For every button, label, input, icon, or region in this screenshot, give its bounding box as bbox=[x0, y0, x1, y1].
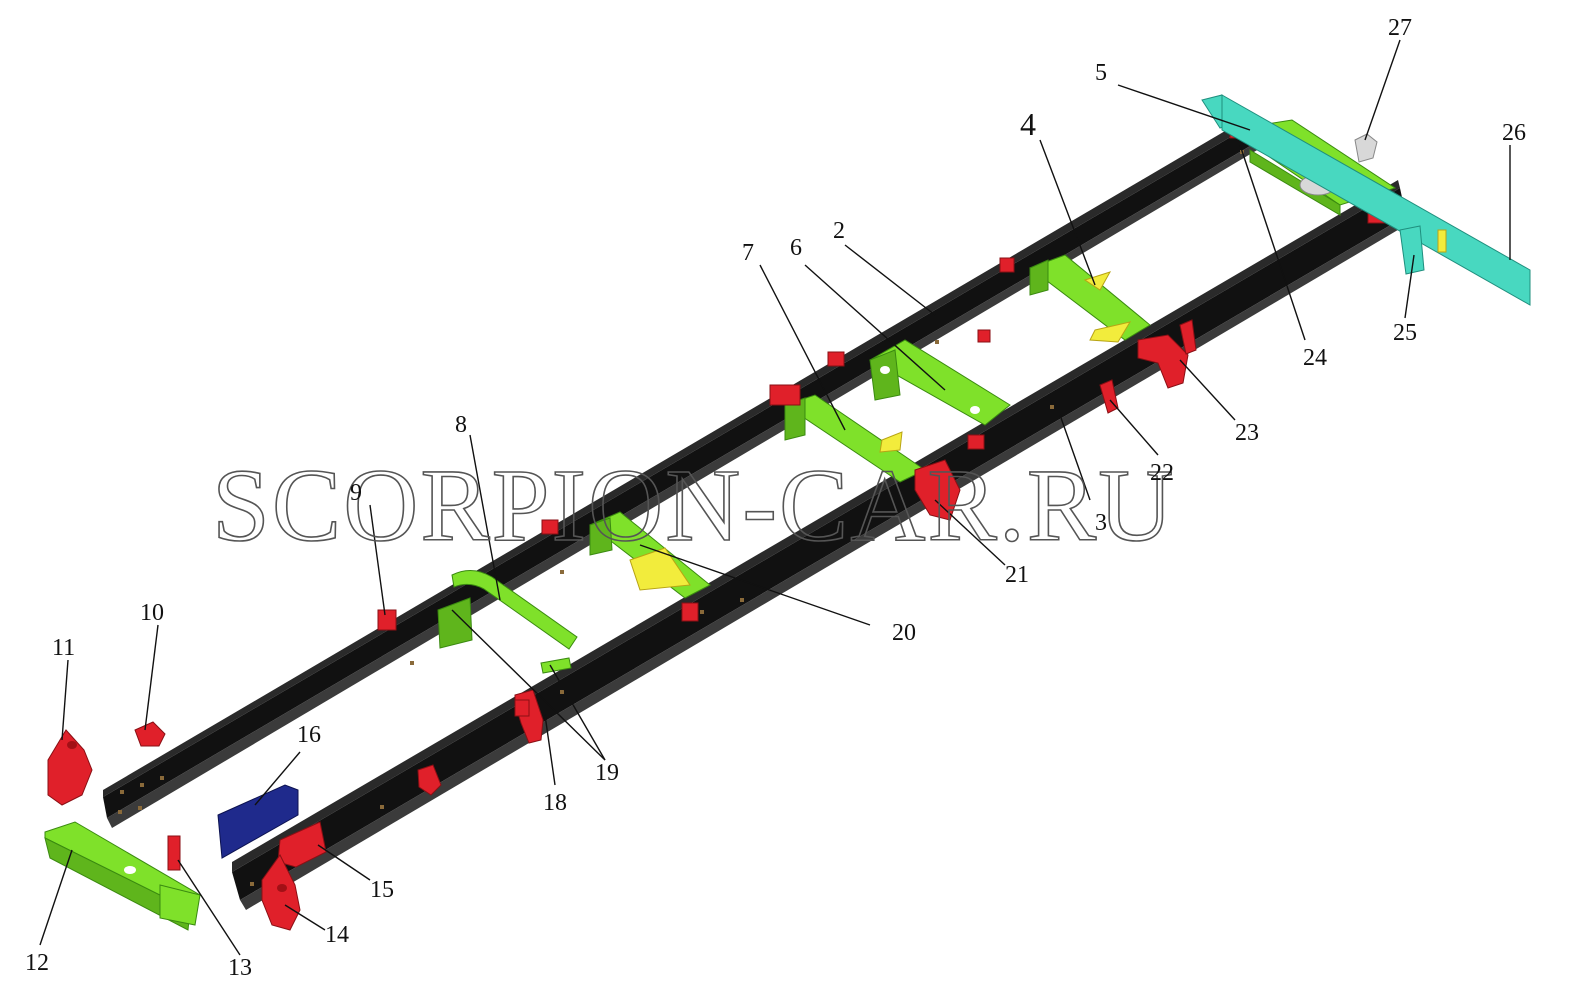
front-crossmember-12 bbox=[44, 821, 201, 931]
crossmember-4 bbox=[977, 254, 1151, 343]
callout-2: 2 bbox=[833, 218, 845, 244]
callout-8: 8 bbox=[455, 412, 467, 438]
callout-24: 24 bbox=[1303, 345, 1327, 371]
callout-13: 13 bbox=[228, 955, 252, 981]
callout-26: 26 bbox=[1502, 120, 1526, 146]
callout-6: 6 bbox=[790, 235, 802, 261]
tow-hook bbox=[1354, 133, 1378, 163]
teal-bracket-25 bbox=[1399, 225, 1425, 275]
callout-20: 20 bbox=[892, 620, 916, 646]
shield-16 bbox=[217, 784, 299, 859]
callout-21: 21 bbox=[1005, 562, 1029, 588]
callout-19: 19 bbox=[595, 760, 619, 786]
callout-16: 16 bbox=[297, 722, 321, 748]
part-13 bbox=[167, 835, 181, 871]
crossmember-7 bbox=[769, 384, 926, 483]
watermark: SCORPION-CAR.RU bbox=[212, 448, 1175, 563]
rear-underrun-bar bbox=[1201, 94, 1531, 306]
callout-7: 7 bbox=[742, 240, 754, 266]
front-spring-hanger-11 bbox=[47, 729, 93, 806]
bracket-21 bbox=[914, 459, 961, 521]
crossmember-20 bbox=[541, 511, 711, 622]
callout-labels: 2 3 4 5 6 7 8 9 10 11 12 13 14 15 16 18 … bbox=[25, 15, 1526, 981]
callout-9: 9 bbox=[350, 480, 362, 506]
callout-18: 18 bbox=[543, 790, 567, 816]
callout-3: 3 bbox=[1095, 510, 1107, 536]
callout-22: 22 bbox=[1150, 460, 1174, 486]
callout-15: 15 bbox=[370, 877, 394, 903]
callout-12: 12 bbox=[25, 950, 49, 976]
crossmember-8 bbox=[437, 570, 578, 650]
callout-14: 14 bbox=[325, 922, 349, 948]
callout-4: 4 bbox=[1020, 106, 1036, 142]
bracket-10 bbox=[134, 721, 166, 747]
bracket-23 bbox=[1137, 334, 1189, 389]
callout-27: 27 bbox=[1388, 15, 1412, 41]
callout-25: 25 bbox=[1393, 320, 1417, 346]
callout-11: 11 bbox=[52, 635, 75, 661]
callout-23: 23 bbox=[1235, 420, 1259, 446]
bracket-9 bbox=[377, 609, 397, 631]
plate-19 bbox=[540, 657, 572, 674]
front-spring-hanger-14 bbox=[261, 854, 301, 931]
leader-lines bbox=[39, 39, 1511, 956]
callout-10: 10 bbox=[140, 600, 164, 626]
rail-brackets bbox=[377, 319, 1197, 796]
callout-5: 5 bbox=[1095, 60, 1107, 86]
crossmember-6 bbox=[827, 339, 1011, 450]
